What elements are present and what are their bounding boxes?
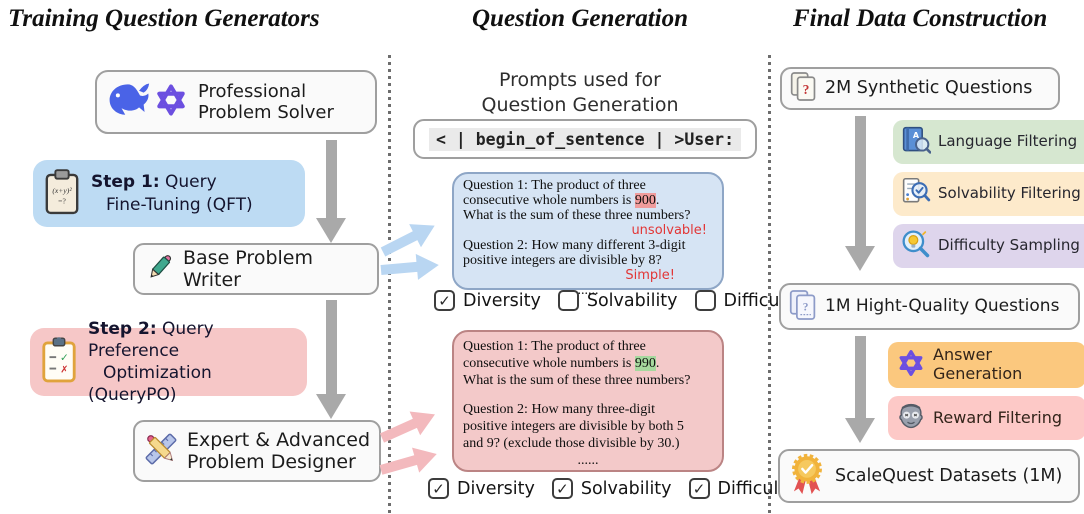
question-line: ......	[577, 453, 599, 468]
section-title-generation: Question Generation	[471, 5, 688, 32]
svg-text:✓: ✓	[60, 352, 69, 364]
checkbox-unchecked-icon	[694, 290, 716, 311]
filter-solvability-label: Solvability Filtering	[938, 184, 1081, 203]
pages-question-icon: ?	[790, 71, 817, 106]
clipboard-check-icon: ✓ ✗	[40, 336, 78, 388]
svg-text:?: ?	[803, 301, 809, 313]
prompt-code: < | begin_of_sentence | >User:	[428, 127, 741, 151]
question-line: Question 2: How many different 3-digit	[463, 238, 686, 253]
criterion-item: ✓ Solvability	[551, 478, 672, 499]
checkbox-checked-icon: ✓	[428, 478, 449, 499]
book-magnifier-icon: A	[901, 125, 932, 159]
dashed-divider	[768, 55, 771, 514]
prompt-box: < | begin_of_sentence | >User:	[413, 119, 757, 159]
question-line: Question 1: The product of three	[463, 339, 646, 354]
filter-language-label: Language Filtering	[938, 132, 1078, 151]
arrow-down-icon	[845, 336, 875, 443]
arrow-down-icon	[316, 300, 346, 419]
step1-qft-box: (x+y)² =? Step 1: Query Fine-Tuning (QFT…	[33, 160, 305, 227]
synthetic-questions-box: ? 2M Synthetic Questions	[780, 67, 1060, 110]
final-dataset-label: ScaleQuest Datasets (1M)	[835, 465, 1063, 486]
criterion-item: Solvability	[557, 290, 678, 311]
answer-generation-box: Answer Generation	[888, 342, 1084, 388]
synthetic-label: 2M Synthetic Questions	[825, 78, 1033, 99]
solver-label: Professional Problem Solver	[198, 80, 334, 123]
criterion-label: Solvability	[586, 290, 678, 311]
filter-difficulty-label: Difficulty Sampling	[938, 236, 1080, 255]
question-line: consecutive whole numbers is 990.	[463, 356, 660, 371]
quality-label: 1M Hight-Quality Questions	[825, 296, 1060, 317]
qwen-logo-icon	[896, 348, 926, 382]
arrow-right-icon	[380, 224, 439, 280]
checkbox-checked-icon: ✓	[688, 478, 710, 499]
clipboard-math-icon: (x+y)² =?	[43, 168, 81, 220]
document-magnifier-icon	[901, 177, 931, 211]
question-line: What is the sum of these three numbers?	[463, 208, 691, 223]
pages-question-blue-icon: ?	[789, 289, 817, 325]
base-problem-writer-box: Base Problem Writer	[133, 243, 379, 295]
dashed-divider	[388, 55, 391, 514]
bulb-magnifier-icon	[901, 229, 931, 263]
arrow-down-icon	[316, 140, 346, 243]
arrow-right-icon	[379, 411, 437, 475]
arrow-down-icon	[845, 116, 875, 271]
criterion-label: Diversity	[457, 478, 535, 499]
checkbox-checked-icon: ✓	[551, 478, 573, 499]
question-line: and 9? (exclude those divisible by 30.)	[463, 436, 680, 451]
question-line: positive integers are divisible by both …	[463, 419, 684, 434]
criterion-item: ✓ Diversity	[428, 478, 535, 499]
question-line: Question 1: The product of three	[463, 178, 646, 193]
prompt-caption: Prompts used for Question Generation	[481, 69, 679, 116]
qwen-logo-icon	[153, 82, 189, 122]
svg-text:(x+y)²: (x+y)²	[52, 185, 72, 194]
writer-label: Base Problem Writer	[183, 246, 313, 291]
criteria-row-qpo: ✓ Diversity ✓ Solvability ✓ Difficulty	[428, 478, 796, 499]
section-title-construction: Final Data Construction	[793, 5, 1048, 32]
checkbox-unchecked-icon	[557, 290, 579, 311]
quality-questions-box: ? 1M Hight-Quality Questions	[779, 283, 1080, 330]
criterion-item: ✓ Diversity	[434, 290, 541, 311]
question-line	[463, 389, 713, 401]
question-line: consecutive whole numbers is 900.	[463, 193, 660, 208]
internlm-mascot-icon	[896, 401, 926, 435]
criterion-item: ✓ Difficulty	[688, 478, 796, 499]
filter-difficulty-box: Difficulty Sampling	[893, 224, 1084, 268]
scalequest-datasets-box: ScaleQuest Datasets (1M)	[778, 449, 1080, 503]
svg-text:?: ?	[803, 82, 810, 97]
svg-text:=?: =?	[58, 196, 66, 205]
expert-problem-designer-box: Expert & Advanced Problem Designer	[133, 420, 381, 482]
question-line: unsolvable!	[631, 223, 707, 238]
answer-generation-label: Answer Generation	[933, 345, 1023, 383]
step2-querypo-box: ✓ ✗ Step 2: Query Preference Optimizatio…	[30, 319, 307, 405]
svg-text:✗: ✗	[60, 364, 68, 375]
pencil-icon	[145, 252, 175, 286]
ruler-pencil-icon	[143, 431, 179, 471]
reward-filtering-label: Reward Filtering	[933, 407, 1063, 427]
qpo-questions-box: Question 1: The product of three consecut…	[452, 330, 724, 472]
reward-filtering-box: Reward Filtering	[888, 396, 1084, 440]
criterion-label: Diversity	[463, 290, 541, 311]
step1-label: Step 1: Query Fine-Tuning (QFT)	[91, 172, 253, 215]
question-line: Question 2: How many three-digit	[463, 402, 656, 417]
professional-problem-solver-box: Professional Problem Solver	[95, 70, 377, 134]
question-line: What is the sum of these three numbers?	[463, 373, 691, 388]
checkbox-checked-icon: ✓	[434, 290, 455, 311]
designer-label: Expert & Advanced Problem Designer	[187, 428, 371, 473]
criterion-label: Solvability	[580, 478, 672, 499]
criterion-label: Difficulty	[717, 478, 796, 499]
section-title-training: Training Question Generators	[8, 5, 320, 32]
deepseek-whale-icon	[105, 81, 151, 123]
step2-label: Step 2: Query Preference Optimization (Q…	[88, 318, 214, 406]
medal-icon	[790, 453, 824, 500]
question-line: ......	[577, 283, 599, 298]
question-line: positive integers are divisible by 8?	[463, 253, 662, 268]
filter-solvability-box: Solvability Filtering	[893, 172, 1084, 216]
svg-text:A: A	[913, 131, 920, 140]
question-line: Simple!	[625, 268, 675, 283]
filter-language-box: A Language Filtering	[893, 120, 1084, 164]
